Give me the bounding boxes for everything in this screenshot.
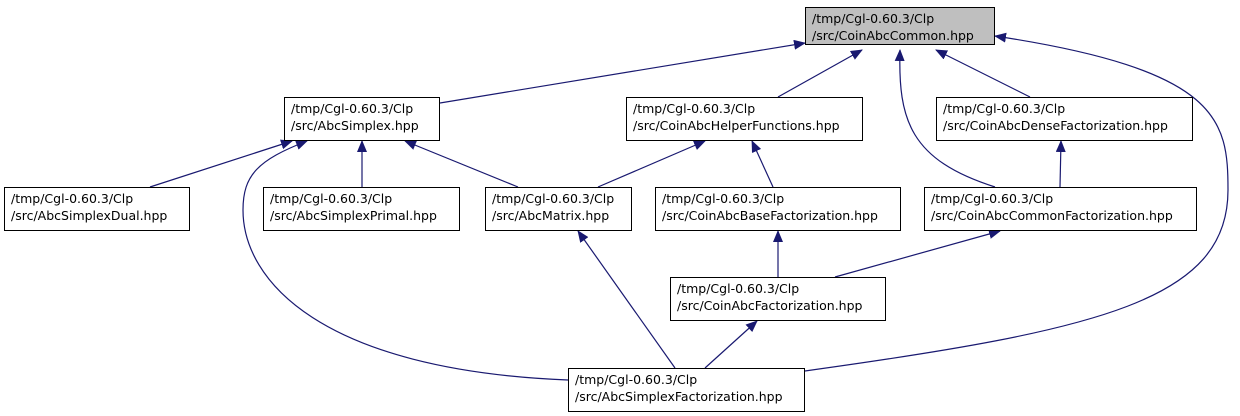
edge-matrix-to-helper <box>597 140 706 188</box>
node-coinabcdensefactorization[interactable]: /tmp/Cgl-0.60.3/Clp /src/CoinAbcDenseFac… <box>936 97 1193 141</box>
node-file-line: /src/CoinAbcDenseFactorization.hpp <box>943 118 1168 133</box>
node-file-line: /src/AbcSimplexPrimal.hpp <box>270 208 437 223</box>
edge-commonf-to-root <box>894 49 996 188</box>
node-coinabchelperfunctions[interactable]: /tmp/Cgl-0.60.3/Clp /src/CoinAbcHelperFu… <box>626 97 863 141</box>
node-file-line: /src/CoinAbcBaseFactorization.hpp <box>662 208 878 223</box>
node-path-line: /tmp/Cgl-0.60.3/Clp <box>575 372 698 387</box>
node-file-line: /src/AbcSimplex.hpp <box>291 118 419 133</box>
edge-dense-to-root <box>935 49 1031 98</box>
node-file-line: /src/CoinAbcHelperFunctions.hpp <box>633 118 840 133</box>
node-abcsimplexprimal[interactable]: /tmp/Cgl-0.60.3/Clp /src/AbcSimplexPrima… <box>263 187 460 231</box>
edge-dual-to-simplex <box>149 139 293 188</box>
node-path-line: /tmp/Cgl-0.60.3/Clp <box>11 191 134 206</box>
node-coinabcbasefactorization[interactable]: /tmp/Cgl-0.60.3/Clp /src/CoinAbcBaseFact… <box>655 187 901 231</box>
node-abcsimplexdual[interactable]: /tmp/Cgl-0.60.3/Clp /src/AbcSimplexDual.… <box>4 187 190 231</box>
node-path-line: /tmp/Cgl-0.60.3/Clp <box>931 191 1054 206</box>
edge-simplex-to-root <box>439 39 806 104</box>
edge-base-to-helper <box>751 140 774 188</box>
node-path-line: /tmp/Cgl-0.60.3/Clp <box>633 101 756 116</box>
node-coinabccommonfactorization[interactable]: /tmp/Cgl-0.60.3/Clp /src/CoinAbcCommonFa… <box>924 187 1197 231</box>
node-coinabccommon[interactable]: /tmp/Cgl-0.60.3/Clp /src/CoinAbcCommon.h… <box>805 7 995 45</box>
node-path-line: /tmp/Cgl-0.60.3/Clp <box>943 101 1066 116</box>
node-path-line: /tmp/Cgl-0.60.3/Clp <box>270 191 393 206</box>
edge-sfact-to-simplex <box>242 140 569 381</box>
node-file-line: /src/CoinAbcCommonFactorization.hpp <box>931 208 1173 223</box>
node-path-line: /tmp/Cgl-0.60.3/Clp <box>812 11 935 26</box>
node-file-line: /src/CoinAbcCommon.hpp <box>812 28 974 43</box>
node-file-line: /src/AbcSimplexFactorization.hpp <box>575 389 783 404</box>
edge-sfact-to-fact <box>704 320 758 369</box>
edges <box>149 32 1229 381</box>
node-abcsimplexfactorization[interactable]: /tmp/Cgl-0.60.3/Clp /src/AbcSimplexFacto… <box>568 368 805 412</box>
edge-commonf-to-dense <box>1055 140 1066 188</box>
edge-sfact-to-root <box>804 32 1229 372</box>
node-file-line: /src/AbcMatrix.hpp <box>492 208 610 223</box>
node-path-line: /tmp/Cgl-0.60.3/Clp <box>492 191 615 206</box>
node-path-line: /tmp/Cgl-0.60.3/Clp <box>662 191 785 206</box>
edge-fact-to-commonf <box>834 229 1001 278</box>
edge-matrix-to-simplex <box>404 140 519 188</box>
node-abcmatrix[interactable]: /tmp/Cgl-0.60.3/Clp /src/AbcMatrix.hpp <box>485 187 632 231</box>
node-path-line: /tmp/Cgl-0.60.3/Clp <box>677 281 800 296</box>
node-file-line: /src/AbcSimplexDual.hpp <box>11 208 168 223</box>
edge-helper-to-root <box>777 49 863 98</box>
node-file-line: /src/CoinAbcFactorization.hpp <box>677 298 863 313</box>
node-coinabcfactorization[interactable]: /tmp/Cgl-0.60.3/Clp /src/CoinAbcFactoriz… <box>670 277 886 321</box>
node-path-line: /tmp/Cgl-0.60.3/Clp <box>291 101 414 116</box>
edge-sfact-to-matrix <box>577 230 676 369</box>
node-abcsimplex[interactable]: /tmp/Cgl-0.60.3/Clp /src/AbcSimplex.hpp <box>284 97 440 141</box>
